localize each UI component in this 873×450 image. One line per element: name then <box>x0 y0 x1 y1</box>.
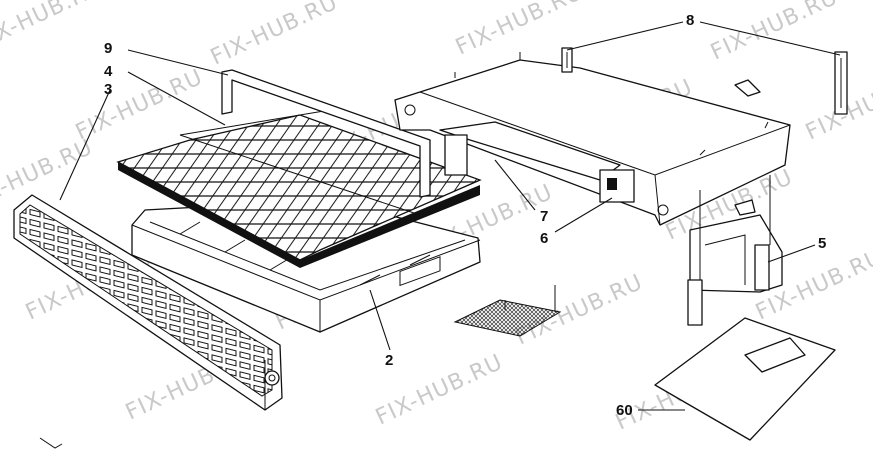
callout-label: 4 <box>104 63 113 80</box>
watermark-text: FIX-HUB.RU <box>0 0 107 55</box>
part-clip <box>599 169 635 203</box>
corner-mark <box>39 437 63 449</box>
callout-label: 60 <box>616 402 633 419</box>
callout-labels: 9 4 3 8 7 6 5 2 60 <box>104 12 826 419</box>
part-housing-plate <box>394 52 791 226</box>
part-side-support <box>687 175 783 326</box>
part-front-grille <box>13 194 283 411</box>
callout-label: 5 <box>818 235 826 252</box>
part-filter-panel <box>116 109 482 268</box>
callout-label: 2 <box>385 352 393 369</box>
callout-label: 3 <box>104 81 112 98</box>
part-mesh-filter <box>453 285 562 337</box>
part-mounting-brackets <box>561 47 848 115</box>
watermark-text: FIX-HUB.RU <box>707 0 842 65</box>
part-handle-bar <box>221 69 431 198</box>
callout-label: 6 <box>540 230 548 247</box>
part-manual-booklet <box>654 317 836 441</box>
watermark-text: FIX-HUB.RU <box>207 0 342 70</box>
watermark-text: FIX-HUB.RU <box>0 135 97 216</box>
callout-label: 8 <box>686 12 694 29</box>
part-filter-tray <box>131 199 481 333</box>
watermark-text: FIX-HUB.RU <box>72 65 207 146</box>
leader-lines <box>59 21 841 411</box>
callout-label: 7 <box>540 208 548 225</box>
callout-label: 9 <box>104 40 112 57</box>
